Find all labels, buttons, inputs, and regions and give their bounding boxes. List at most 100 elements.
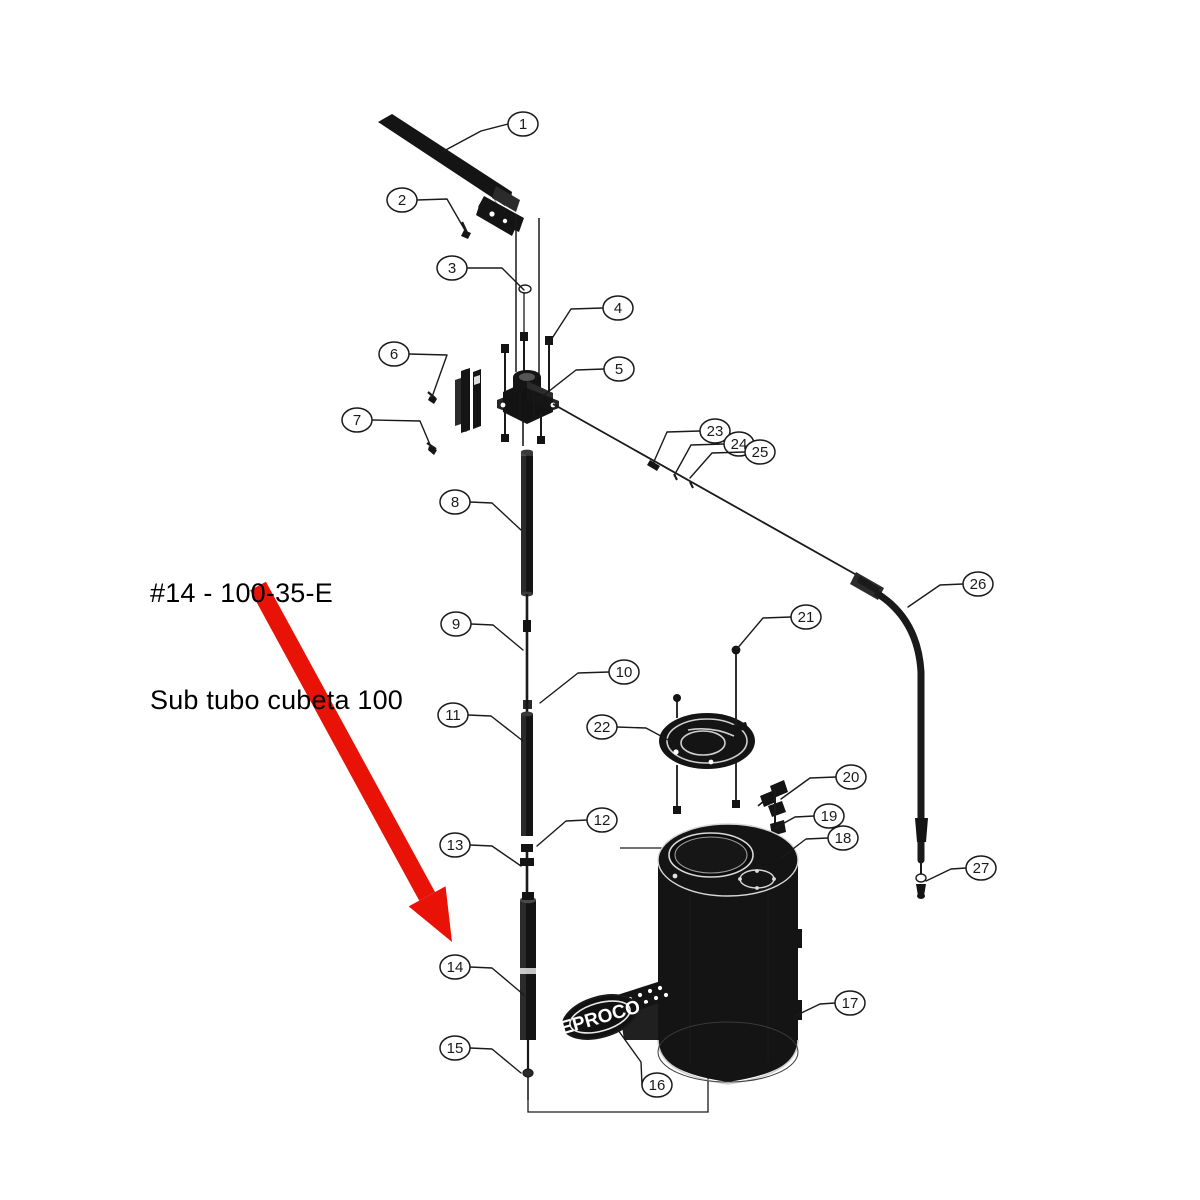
callout-bubble-9 xyxy=(440,611,472,637)
callout-14: 14 xyxy=(439,954,525,996)
callout-bubble-6 xyxy=(378,341,410,367)
annotation-line-1: #14 - 100-35-E xyxy=(150,578,333,609)
callout-16: 16 xyxy=(617,1029,673,1098)
callout-number-10: 10 xyxy=(616,664,633,681)
callout-number-4: 4 xyxy=(614,300,622,317)
callout-4: 4 xyxy=(548,295,634,344)
callout-bubble-21 xyxy=(790,604,822,630)
callout-27: 27 xyxy=(925,855,997,882)
callout-26: 26 xyxy=(907,571,994,608)
callout-8: 8 xyxy=(439,489,522,531)
callout-number-14: 14 xyxy=(447,959,464,976)
callout-bubble-14 xyxy=(439,954,471,980)
callout-number-2: 2 xyxy=(398,192,406,209)
callout-12: 12 xyxy=(536,807,618,847)
callout-number-12: 12 xyxy=(594,812,611,829)
callout-number-23: 23 xyxy=(707,423,724,440)
part-bracket-screw xyxy=(426,391,437,455)
callout-24: 24 xyxy=(674,431,755,475)
callout-bubble-16 xyxy=(641,1072,673,1098)
part-lance-assembly xyxy=(520,449,536,1100)
part-bracket xyxy=(455,368,481,433)
annotation-line-2: Sub tubo cubeta 100 xyxy=(150,685,404,716)
callout-bubble-23 xyxy=(699,418,731,444)
callout-bubble-15 xyxy=(439,1035,471,1061)
callout-number-22: 22 xyxy=(594,719,611,736)
callout-21: 21 xyxy=(735,604,822,651)
callout-25: 25 xyxy=(689,439,776,479)
callout-bubble-7 xyxy=(341,407,373,433)
callout-18: 18 xyxy=(780,825,859,859)
part-lid xyxy=(659,713,755,769)
callout-number-19: 19 xyxy=(821,808,838,825)
callout-13: 13 xyxy=(439,832,522,867)
callout-bubble-11 xyxy=(437,702,469,728)
callout-bubble-13 xyxy=(439,832,471,858)
callout-number-1: 1 xyxy=(519,116,527,133)
part-tank xyxy=(657,823,802,1085)
callout-number-20: 20 xyxy=(843,769,860,786)
callout-number-15: 15 xyxy=(447,1040,464,1057)
callout-5: 5 xyxy=(538,356,635,400)
part-small-fitting xyxy=(518,284,532,294)
callout-number-21: 21 xyxy=(798,609,815,626)
callout-bubble-10 xyxy=(608,659,640,685)
callout-number-3: 3 xyxy=(448,260,456,277)
callout-19: 19 xyxy=(774,803,845,829)
callout-bubble-8 xyxy=(439,489,471,515)
callout-number-9: 9 xyxy=(452,616,460,633)
callout-number-13: 13 xyxy=(447,837,464,854)
callout-bubble-3 xyxy=(436,255,468,281)
part-pump-hub xyxy=(497,370,559,424)
callout-number-25: 25 xyxy=(752,444,769,461)
callout-number-6: 6 xyxy=(390,346,398,363)
callout-number-27: 27 xyxy=(973,860,990,877)
callout-20: 20 xyxy=(780,764,867,800)
callout-bubble-19 xyxy=(813,803,845,829)
connector-rods xyxy=(515,214,540,378)
callout-11: 11 xyxy=(437,702,524,742)
callout-2: 2 xyxy=(386,187,467,233)
callout-bubble-17 xyxy=(834,990,866,1016)
part-screw-upper xyxy=(460,221,471,239)
callout-number-11: 11 xyxy=(445,707,461,724)
callout-bubble-20 xyxy=(835,764,867,790)
callout-bubble-26 xyxy=(962,571,994,597)
callout-23: 23 xyxy=(651,418,731,467)
callout-number-5: 5 xyxy=(615,361,623,378)
callout-10: 10 xyxy=(539,659,640,704)
annotation-text-block: #14 - 100-35-E Sub tubo cubeta 100 xyxy=(150,505,570,790)
callout-bubble-22 xyxy=(586,714,618,740)
callout-number-8: 8 xyxy=(451,494,459,511)
part-handle xyxy=(378,114,524,236)
lid-pins xyxy=(673,645,741,814)
callout-bubble-18 xyxy=(827,825,859,851)
callout-3: 3 xyxy=(436,255,525,291)
hub-lower-pins xyxy=(501,412,545,446)
callout-number-18: 18 xyxy=(835,830,852,847)
callout-17: 17 xyxy=(794,990,866,1017)
callout-9: 9 xyxy=(440,611,524,651)
part-hose xyxy=(552,403,928,874)
callout-bubble-1 xyxy=(507,111,539,137)
callout-bubble-5 xyxy=(603,356,635,382)
callout-15: 15 xyxy=(439,1035,522,1074)
callout-bubble-27 xyxy=(965,855,997,881)
callout-bubble-4 xyxy=(602,295,634,321)
part-valve-assembly xyxy=(757,780,788,836)
part-hose-end-fitting xyxy=(915,873,927,899)
callout-bubble-25 xyxy=(744,439,776,465)
callout-bubble-12 xyxy=(586,807,618,833)
callout-6: 6 xyxy=(378,341,448,398)
callout-bubble-2 xyxy=(386,187,418,213)
callout-number-17: 17 xyxy=(842,995,859,1012)
callout-1: 1 xyxy=(441,111,539,153)
callout-7: 7 xyxy=(341,407,432,448)
callout-number-26: 26 xyxy=(970,576,987,593)
callout-22: 22 xyxy=(586,714,673,743)
callout-number-24: 24 xyxy=(731,436,748,453)
callout-number-16: 16 xyxy=(649,1077,666,1094)
callout-number-7: 7 xyxy=(353,412,361,429)
